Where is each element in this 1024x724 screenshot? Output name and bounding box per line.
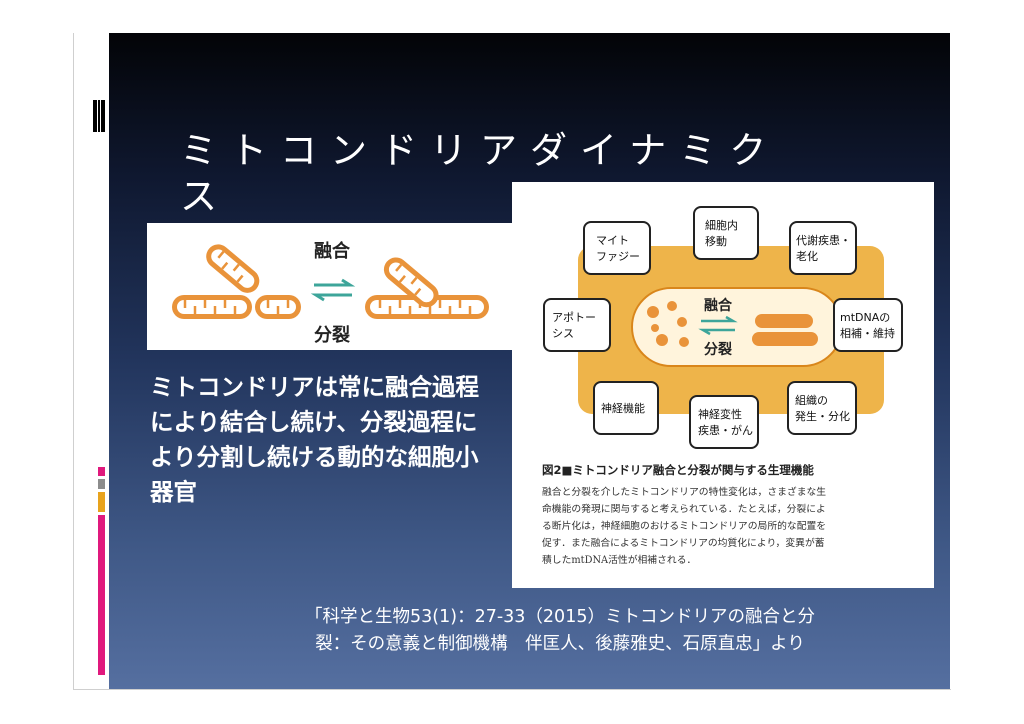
svg-text:移動: 移動 — [705, 234, 727, 248]
fusion-label: 融合 — [314, 240, 351, 262]
box-tissue-development: 組織の 発生・分化 — [787, 381, 857, 435]
physiology-diagram: 融合 分裂 マイト ファジー 細胞内 移動 代謝疾患・ 老化 アポトー — [512, 182, 934, 588]
box-neural-function: 神経機能 — [593, 381, 659, 435]
caption-line: 促す．また融合によるミトコンドリアの均質化により，変異が蓄 — [542, 538, 825, 549]
svg-text:アポトー: アポトー — [552, 311, 596, 324]
mitochondrion-icon — [172, 295, 252, 319]
svg-text:相補・維持: 相補・維持 — [840, 326, 895, 340]
caption-line: 積したmtDNA活性が相補される． — [542, 555, 697, 566]
caption-line: る断片化は，神経細胞のおけるミトコンドリアの局所的な配置を — [542, 521, 827, 532]
svg-text:細胞内: 細胞内 — [705, 218, 738, 232]
svg-text:神経機能: 神経機能 — [601, 401, 645, 415]
figure-caption-title: 図2■ミトコンドリア融合と分裂が関与する生理機能 — [542, 463, 814, 477]
citation: 「科学と生物53(1)：27-33（2015）ミトコンドリアの融合と分 裂：その… — [180, 604, 940, 658]
fission-label: 分裂 — [314, 325, 350, 346]
svg-text:mtDNAの: mtDNAの — [840, 311, 890, 324]
svg-text:マイト: マイト — [596, 234, 629, 247]
slide-body-text: ミトコンドリアは常に融合過程により結合し続け、分裂過程により分割し続ける動的な細… — [150, 373, 479, 506]
svg-text:発生・分化: 発生・分化 — [795, 409, 850, 423]
box-intracellular-transport: 細胞内 移動 — [693, 206, 759, 260]
caption-line: 命機能の発現に関与すると考えられている．たとえば，分裂によ — [542, 504, 826, 515]
equilibrium-arrows-icon — [310, 278, 356, 302]
svg-text:老化: 老化 — [796, 249, 818, 263]
center-fusion-label: 融合 — [704, 297, 733, 314]
svg-text:ファジー: ファジー — [596, 250, 640, 263]
center-fission-label: 分裂 — [704, 341, 732, 358]
box-neurodegeneration: 神経変性 疾患・がん — [689, 395, 759, 449]
box-mtdna: mtDNAの 相補・維持 — [833, 298, 903, 352]
box-metabolic-disease: 代謝疾患・ 老化 — [789, 221, 857, 275]
figure-caption: 融合と分裂を介したミトコンドリアの特性変化は，さまざまな生 命機能の発現に関与す… — [542, 484, 932, 569]
svg-text:神経変性: 神経変性 — [698, 407, 742, 421]
svg-text:疾患・がん: 疾患・がん — [698, 423, 753, 437]
svg-text:代謝疾患・: 代謝疾患・ — [796, 233, 851, 247]
svg-text:組織の: 組織の — [795, 394, 828, 407]
box-mitophagy: マイト ファジー — [583, 221, 651, 275]
box-apoptosis: アポトー シス — [543, 298, 611, 352]
fusion-fission-figure: 融合 分裂 — [147, 223, 522, 350]
citation-line-1: 「科学と生物53(1)：27-33（2015）ミトコンドリアの融合と分 — [305, 607, 815, 627]
fused-mitochondrion-icon — [752, 314, 818, 346]
mitochondrion-icon — [206, 244, 260, 293]
slide-title: ミトコンドリアダイナミクス — [180, 129, 780, 218]
svg-text:シス: シス — [552, 327, 574, 340]
mitochondrion-icon — [255, 295, 301, 319]
equilibrium-arrows-icon — [698, 315, 738, 336]
citation-line-2: 裂：その意義と制御機構 伴匡人、後藤雅史、石原直忠」より — [315, 634, 805, 654]
caption-line: 融合と分裂を介したミトコンドリアの特性変化は，さまざまな生 — [542, 487, 827, 498]
